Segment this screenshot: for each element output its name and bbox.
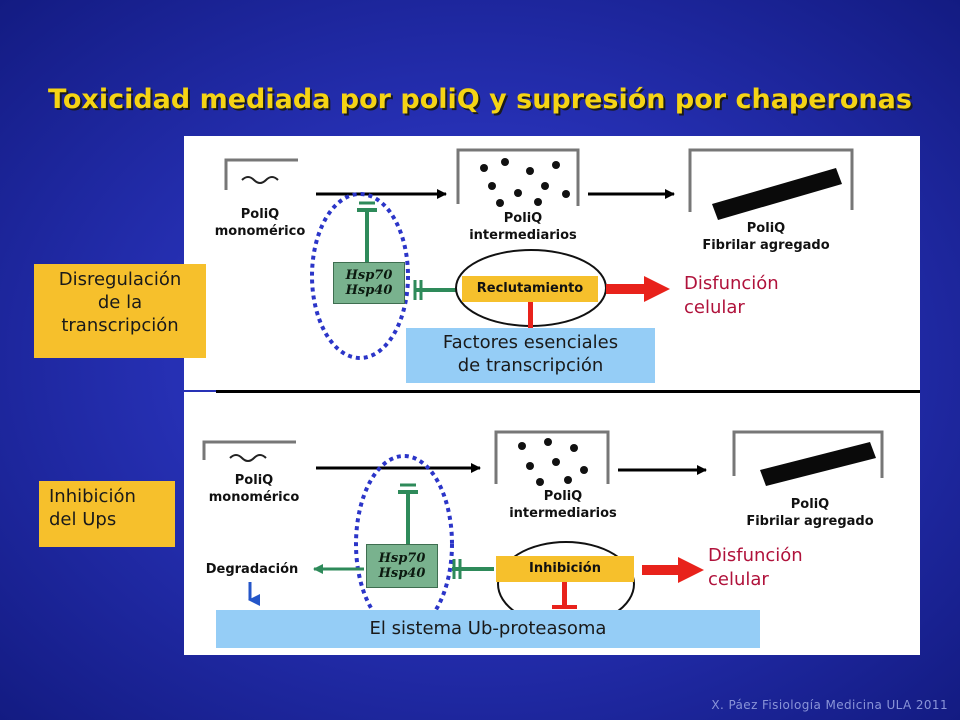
- label-line: PoliQ: [240, 207, 280, 222]
- side-label-line: de la: [97, 292, 143, 313]
- top-red-arrow-shaft: [606, 284, 646, 294]
- top-outcome-dysfunction: Disfunción celular: [684, 272, 779, 320]
- label-line: PoliQ: [503, 211, 543, 226]
- top-monomer-box: [224, 158, 298, 190]
- slide-title: Toxicidad mediada por poliQ y supresión …: [48, 84, 912, 115]
- top-red-arrow-head: [644, 276, 670, 302]
- bottom-fibril-label: PoliQ Fibrilar agregado: [720, 496, 900, 530]
- bottom-mechanism-inhibition: Inhibición: [496, 556, 634, 582]
- bottom-chaperone-circle: [354, 454, 454, 634]
- label-line: monomérico: [214, 224, 306, 239]
- top-intermediate-box: [456, 148, 580, 207]
- side-label-transcription: Disregulación de la transcripción: [34, 264, 206, 358]
- label-line: PoliQ: [234, 473, 274, 488]
- bottom-outcome-dysfunction: Disfunción celular: [708, 544, 803, 592]
- panel-divider: [216, 390, 920, 393]
- bottom-target-ub-proteasome: El sistema Ub-proteasoma: [216, 610, 760, 648]
- label-line: intermediarios: [509, 506, 617, 521]
- bottom-monomer-box: [202, 440, 296, 462]
- label-line: Fibrilar agregado: [746, 514, 874, 529]
- bottom-intermediate-box: [494, 430, 610, 486]
- side-label-line: Disregulación: [58, 269, 182, 290]
- top-chaperone-circle: [310, 192, 410, 360]
- bottom-chaperone-box: Hsp70 Hsp40: [366, 544, 438, 588]
- bottom-red-arrow-shaft: [642, 565, 680, 575]
- side-label-line: del Ups: [49, 509, 117, 530]
- chaperone-line: Hsp70: [378, 551, 426, 566]
- top-red-link: [528, 298, 533, 328]
- outcome-line: celular: [708, 569, 769, 590]
- label-line: monomérico: [208, 490, 300, 505]
- top-mechanism-recruitment: Reclutamiento: [462, 276, 598, 302]
- label-line: Fibrilar agregado: [702, 238, 830, 253]
- side-label-line: transcripción: [61, 315, 179, 336]
- label-line: PoliQ: [543, 489, 583, 504]
- target-line: de transcripción: [457, 355, 604, 376]
- side-label-line: Inhibición: [49, 486, 136, 507]
- bottom-monomer-label: PoliQ monomérico: [198, 472, 310, 506]
- footer-credit: X. Páez Fisiología Medicina ULA 2011: [711, 698, 948, 712]
- bottom-degradation-label: Degradación: [205, 562, 299, 577]
- label-line: PoliQ: [746, 221, 786, 236]
- top-fibril-box: [688, 148, 854, 220]
- label-line: intermediarios: [469, 228, 577, 243]
- top-monomer-label: PoliQ monomérico: [204, 206, 316, 240]
- bottom-intermediate-label: PoliQ intermediarios: [490, 488, 636, 522]
- top-target-transcription-factors: Factores esenciales de transcripción: [406, 328, 655, 383]
- outcome-line: celular: [684, 297, 745, 318]
- label-line: PoliQ: [790, 497, 830, 512]
- bottom-red-arrow-head: [678, 557, 704, 583]
- bottom-fibril-box: [732, 430, 884, 486]
- side-label-ups-inhibition: Inhibición del Ups: [39, 481, 175, 547]
- outcome-line: Disfunción: [684, 273, 779, 294]
- top-chaperone-box: Hsp70 Hsp40: [333, 262, 405, 304]
- chaperone-line: Hsp40: [378, 566, 426, 581]
- top-fibril-label: PoliQ Fibrilar agregado: [676, 220, 856, 254]
- top-intermediate-label: PoliQ intermediarios: [450, 210, 596, 244]
- chaperone-line: Hsp40: [345, 283, 393, 298]
- bottom-red-link: [562, 580, 567, 608]
- target-line: Factores esenciales: [442, 332, 619, 353]
- outcome-line: Disfunción: [708, 545, 803, 566]
- chaperone-line: Hsp70: [345, 268, 393, 283]
